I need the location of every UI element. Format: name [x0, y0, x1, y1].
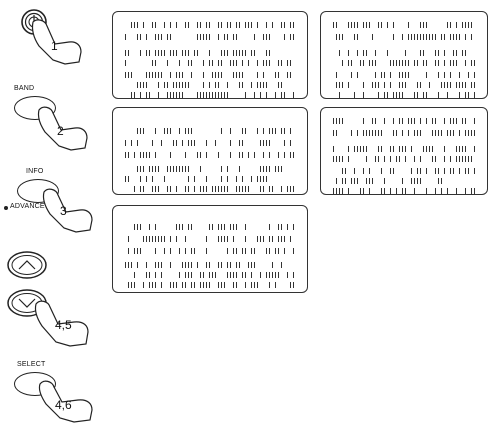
tune-up-button[interactable]	[6, 250, 48, 280]
lcd-display-5	[112, 205, 308, 293]
lcd-display-2	[320, 11, 488, 99]
select-label: SELECT	[17, 361, 45, 368]
step-number: 4,6	[55, 398, 72, 412]
dot-matrix	[113, 108, 307, 194]
lcd-display-3	[112, 107, 308, 195]
info-label: INFO	[26, 168, 44, 175]
step-number: 3	[60, 204, 67, 218]
dot-matrix	[321, 12, 487, 98]
step-number: 4,5	[55, 318, 72, 332]
step-number: 1	[51, 39, 58, 53]
lcd-display-1	[112, 11, 308, 99]
dot-matrix	[321, 108, 487, 194]
advance-dot	[4, 206, 8, 210]
step-number: 2	[57, 124, 64, 138]
lcd-display-4	[320, 107, 488, 195]
chevron-up-icon	[6, 250, 48, 280]
dot-matrix	[113, 12, 307, 98]
hand-pointer-icon	[38, 186, 98, 236]
dot-matrix	[113, 206, 307, 292]
band-label: BAND	[14, 85, 34, 92]
